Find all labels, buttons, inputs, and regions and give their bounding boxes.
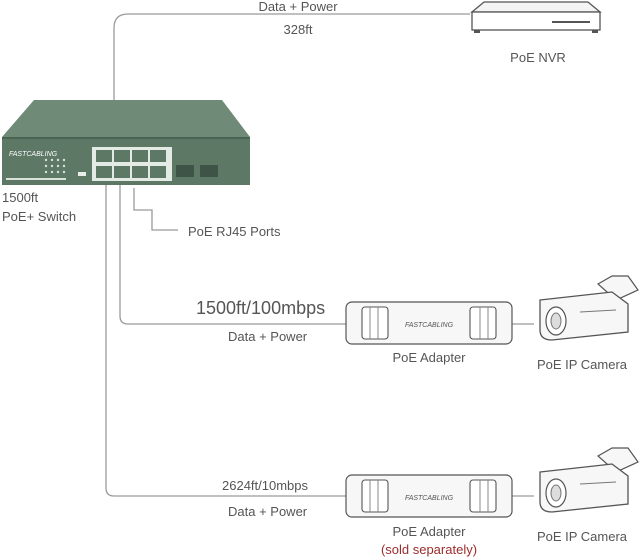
adapter-1-label: PoE Adapter — [393, 350, 467, 365]
top-link-medium: Data + Power — [258, 0, 338, 14]
switch-label: PoE+ Switch — [2, 209, 76, 224]
link-2-speed: 2624ft/10mbps — [222, 478, 309, 493]
poe-adapter-1-icon: FASTCABLING — [345, 301, 513, 345]
link-1-speed: 1500ft/100mbps — [196, 298, 325, 318]
line-switch-to-nvr — [113, 13, 470, 100]
link-2-medium: Data + Power — [228, 504, 308, 519]
adapter-2-label: PoE Adapter — [393, 524, 467, 539]
adapter-1-brand: FASTCABLING — [405, 322, 454, 329]
line-switch-to-adapter-2 — [105, 182, 346, 497]
line-switch-to-adapter-1 — [119, 182, 346, 325]
adapter-2-brand: FASTCABLING — [405, 495, 454, 502]
camera-2-icon — [539, 447, 639, 513]
nvr-label: PoE NVR — [510, 50, 566, 65]
switch-distance-label: 1500ft — [2, 190, 39, 205]
switch-rj45-ports — [92, 147, 172, 181]
ports-label: PoE RJ45 Ports — [188, 224, 281, 239]
poe-switch-icon: FASTCABLING — [2, 100, 250, 185]
top-link-distance: 328ft — [284, 22, 313, 37]
switch-brand-text: FASTCABLING — [9, 151, 58, 158]
connection-lines — [105, 13, 534, 497]
link-1-medium: Data + Power — [228, 329, 308, 344]
line-ports-callout — [133, 188, 178, 231]
adapter-2-note: (sold separately) — [381, 542, 477, 557]
poe-adapter-2-icon: FASTCABLING — [345, 474, 513, 518]
camera-1-label: PoE IP Camera — [537, 357, 628, 372]
camera-2-label: PoE IP Camera — [537, 529, 628, 544]
camera-1-icon — [539, 275, 639, 341]
nvr-icon — [470, 1, 602, 33]
switch-leds — [6, 158, 66, 180]
